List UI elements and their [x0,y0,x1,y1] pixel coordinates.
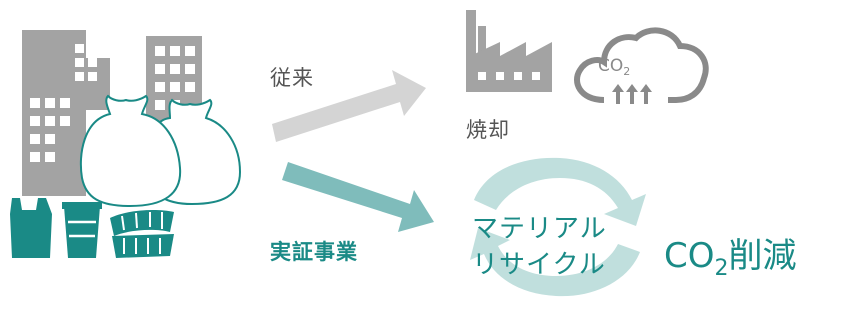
recycle-arrows-icon [470,157,646,297]
co2-cloud-icon [574,27,709,104]
plastic-items-icon [10,198,174,258]
co2-reduction-label: CO2削減 [664,236,797,281]
recycle-label-line1: マテリアル [472,214,607,244]
cloud-co2-label: CO2 [598,56,631,78]
garbage-bags-icon [79,94,242,208]
demonstration-label: 実証事業 [270,240,358,264]
incineration-label: 焼却 [466,118,510,142]
conventional-arrow [272,70,426,142]
demo-arrow [282,162,434,232]
recycle-label-line2: リサイクル [472,250,606,280]
factory-icon [466,10,552,92]
conventional-label: 従来 [270,66,314,90]
